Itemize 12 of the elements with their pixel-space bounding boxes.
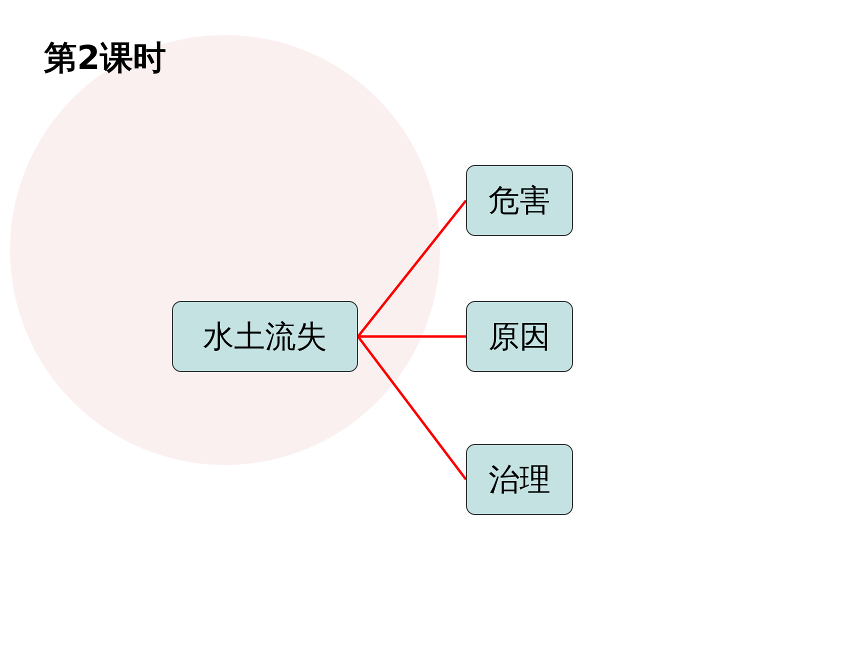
slide-title: 第2课时 (44, 37, 166, 79)
topic-box (172, 301, 358, 372)
topic-box (466, 165, 573, 236)
topic-label: 水土流失 (203, 318, 327, 356)
connector-line (358, 335, 466, 338)
topic-label: 治理 (488, 460, 550, 500)
topic-box (466, 301, 573, 372)
connector-line (357, 200, 467, 338)
topic-box (466, 444, 573, 515)
topic-label: 原因 (488, 318, 550, 356)
connector-line (357, 336, 467, 480)
topic-label: 危害 (488, 182, 550, 220)
